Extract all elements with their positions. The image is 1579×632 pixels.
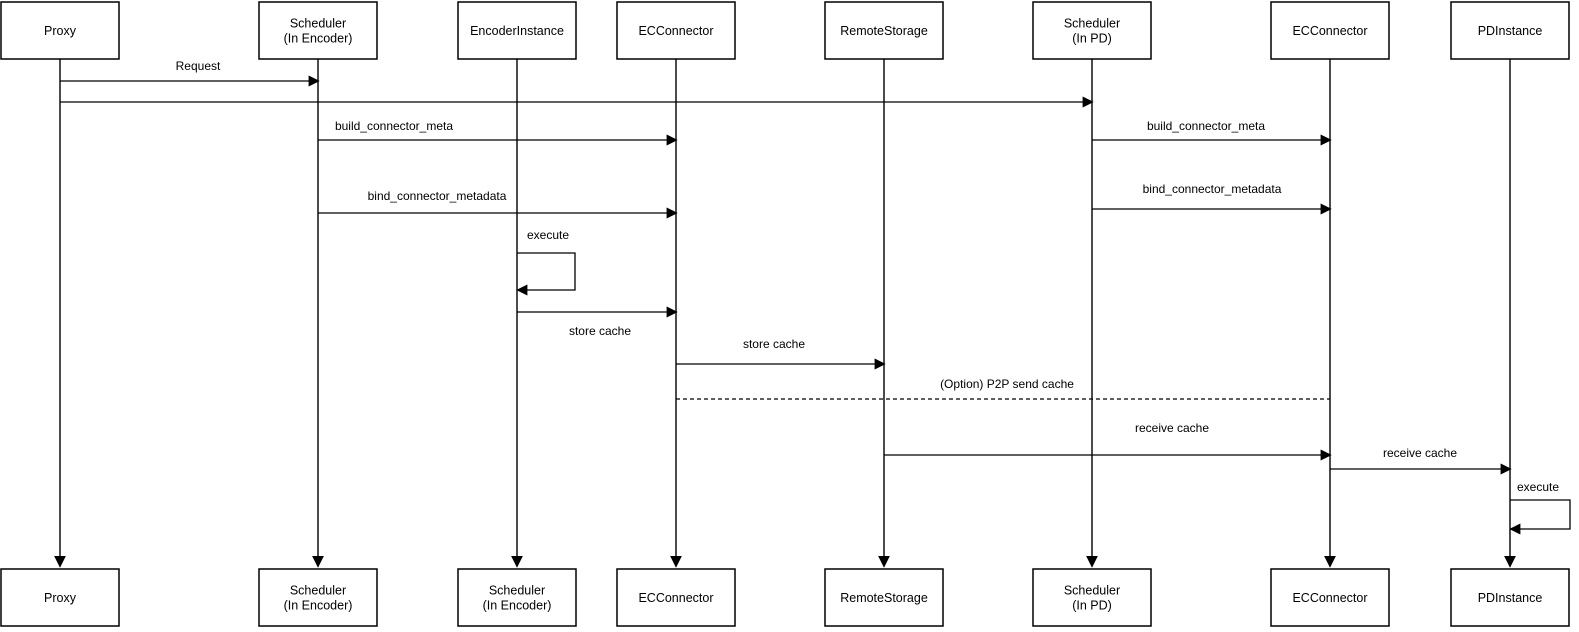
self-loop-0-execute: execute [516,228,576,296]
message-label: bind_connector_metadata [1143,182,1282,196]
actor-bottom-label-encoder-instance: Scheduler [489,584,545,598]
actor-top-label-ec-connector-2: ECConnector [1292,24,1367,38]
self-loop-label: execute [527,228,569,242]
message-2-build-connector-meta: build_connector_meta [318,119,678,146]
actor-bottom-ec-connector-1: ECConnector [616,568,736,627]
actor-bottom-box-encoder-instance [457,568,577,627]
actor-bottom-label-encoder-instance: (In Encoder) [483,599,552,613]
actor-top-box-scheduler-encoder [258,1,378,60]
actor-top-scheduler-encoder: Scheduler(In Encoder) [258,1,378,60]
actor-bottom-box-ec-connector-2 [1270,568,1390,627]
self-loop-label: execute [1517,480,1559,494]
actor-bottom-box-scheduler-pd [1032,568,1152,627]
message-7-store-cache: store cache [676,337,886,370]
message-0-request: Request [60,59,320,87]
actor-top-label-ec-connector-1: ECConnector [638,24,713,38]
actor-bottom-scheduler-encoder: Scheduler(In Encoder) [258,568,378,627]
message-label: receive cache [1135,421,1209,435]
message-label: Request [176,59,221,73]
actor-top-box-encoder-instance [457,1,577,60]
actor-top-label-remote-storage: RemoteStorage [840,24,928,38]
message-label: bind_connector_metadata [368,189,507,203]
actor-top-ec-connector-2: ECConnector [1270,1,1390,60]
actor-bottom-label-ec-connector-2: ECConnector [1292,591,1367,605]
actor-bottom-pd-instance: PDInstance [1450,568,1570,627]
actor-bottom-ec-connector-2: ECConnector [1270,568,1390,627]
actor-top-ec-connector-1: ECConnector [616,1,736,60]
message-label: build_connector_meta [335,119,453,133]
actor-bottom-scheduler-pd: Scheduler(In PD) [1032,568,1152,627]
message-4-bind-connector-metadata: bind_connector_metadata [318,189,678,219]
message-label: store cache [569,324,631,338]
actor-top-pd-instance: PDInstance [1450,1,1570,60]
actor-bottom-label-scheduler-encoder: (In Encoder) [284,599,353,613]
message-6-store-cache: store cache [517,306,678,338]
actor-bottom-box-pd-instance [1450,568,1570,627]
actor-top-proxy: Proxy [0,1,120,60]
actor-bottom-label-pd-instance: PDInstance [1478,591,1543,605]
message-label: build_connector_meta [1147,119,1265,133]
actor-top-scheduler-pd: Scheduler(In PD) [1032,1,1152,60]
actor-top-label-scheduler-encoder: (In Encoder) [284,32,353,46]
actor-top-label-pd-instance: PDInstance [1478,24,1543,38]
actor-top-box-proxy [0,1,120,60]
actor-bottom-label-proxy: Proxy [44,591,77,605]
actor-bottom-box-scheduler-encoder [258,568,378,627]
actor-top-box-ec-connector-1 [616,1,736,60]
actor-top-box-pd-instance [1450,1,1570,60]
actor-bottom-label-ec-connector-1: ECConnector [638,591,713,605]
message-8--option-p2p-send-cache: (Option) P2P send cache [676,377,1330,400]
self-loop-1-execute: execute [1509,480,1571,535]
self-loop-path [516,252,576,296]
actor-top-label-proxy: Proxy [44,24,77,38]
message-label: (Option) P2P send cache [940,377,1074,391]
actor-top-box-remote-storage [824,1,944,60]
actor-top-encoder-instance: EncoderInstance [457,1,577,60]
actor-top-box-ec-connector-2 [1270,1,1390,60]
message-10-receive-cache: receive cache [1330,446,1512,475]
message-label: store cache [743,337,805,351]
actor-top-label-scheduler-encoder: Scheduler [290,17,346,31]
actor-top-remote-storage: RemoteStorage [824,1,944,60]
actor-top-label-scheduler-pd: (In PD) [1072,32,1112,46]
actor-top-box-scheduler-pd [1032,1,1152,60]
self-loop-path [1509,499,1571,535]
actor-bottom-label-scheduler-pd: (In PD) [1072,599,1112,613]
actor-bottom-box-remote-storage [824,568,944,627]
actor-bottom-remote-storage: RemoteStorage [824,568,944,627]
message-label: receive cache [1383,446,1457,460]
message-5-bind-connector-metadata: bind_connector_metadata [1092,182,1332,215]
actor-bottom-label-remote-storage: RemoteStorage [840,591,928,605]
actor-bottom-label-scheduler-pd: Scheduler [1064,584,1120,598]
actor-top-label-scheduler-pd: Scheduler [1064,17,1120,31]
message-9-receive-cache: receive cache [884,421,1332,461]
message-3-build-connector-meta: build_connector_meta [1092,119,1332,146]
actor-top-label-encoder-instance: EncoderInstance [470,24,564,38]
actor-bottom-box-ec-connector-1 [616,568,736,627]
actor-bottom-encoder-instance: Scheduler(In Encoder) [457,568,577,627]
actor-bottom-proxy: Proxy [0,568,120,627]
actor-bottom-label-scheduler-encoder: Scheduler [290,584,346,598]
actor-bottom-box-proxy [0,568,120,627]
